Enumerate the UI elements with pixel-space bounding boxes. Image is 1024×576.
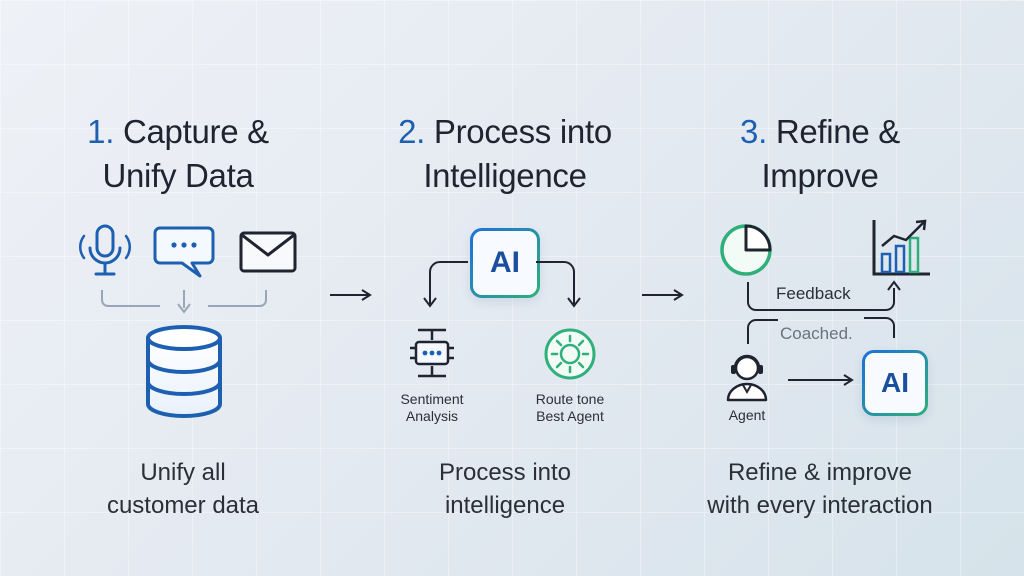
chat-bubble-icon bbox=[153, 226, 215, 278]
step-1-caption: Unify all customer data bbox=[23, 456, 343, 522]
step-1-connector-lines bbox=[101, 290, 267, 314]
step-3-title-line1: Refine & bbox=[775, 113, 900, 150]
step-3-caption: Refine & improve with every interaction bbox=[660, 456, 980, 522]
loop-arrow-left-icon bbox=[423, 261, 468, 308]
step-1-title-line2: Unify Data bbox=[102, 157, 254, 194]
ai-core-box: AI bbox=[470, 228, 540, 298]
step-1-heading: 1. Capture & Unify Data bbox=[28, 110, 328, 198]
microphone-icon bbox=[79, 224, 131, 276]
agent-icon bbox=[726, 354, 768, 402]
step-3-title-line2: Improve bbox=[761, 157, 879, 194]
routing-target-icon bbox=[544, 328, 596, 380]
sentiment-label-line1: Sentiment bbox=[400, 391, 464, 407]
loop-arrow-right-icon bbox=[536, 261, 581, 308]
step-2-heading: 2. Process into Intelligence bbox=[355, 110, 655, 198]
step-1-number: 1. bbox=[87, 113, 115, 150]
database-icon bbox=[146, 325, 222, 418]
feedback-label: Feedback bbox=[776, 284, 851, 303]
ai-coach-box: AI bbox=[862, 350, 928, 416]
sentiment-label-line2: Analysis bbox=[405, 408, 459, 424]
route-label-line1: Route tone bbox=[535, 391, 605, 407]
step-3-caption-line2: with every interaction bbox=[707, 492, 933, 519]
step-2-title-line1: Process into bbox=[433, 113, 612, 150]
step-3-caption-line1: Refine & improve bbox=[727, 459, 913, 486]
arrow-right-icon bbox=[330, 289, 372, 301]
agent-label: Agent bbox=[728, 407, 766, 423]
step-1-caption-line1: Unify all bbox=[140, 459, 226, 486]
step-2-caption-line2: intelligence bbox=[444, 492, 566, 519]
pie-chart-icon bbox=[720, 224, 772, 276]
step-2-caption: Process into intelligence bbox=[345, 456, 665, 522]
ai-coach-label: AI bbox=[881, 367, 909, 398]
step-1-title-line1: Capture & bbox=[122, 113, 269, 150]
arrow-right-icon bbox=[788, 374, 854, 386]
step-3-heading: 3. Refine & Improve bbox=[670, 110, 970, 198]
step-2-number: 2. bbox=[398, 113, 426, 150]
sentiment-analysis-icon bbox=[410, 328, 454, 378]
step-2-title-line2: Intelligence bbox=[423, 157, 587, 194]
step-1-caption-line2: customer data bbox=[106, 492, 260, 519]
ai-core-label: AI bbox=[490, 246, 520, 279]
coached-label: Coached. bbox=[780, 324, 853, 343]
feedback-loop-lines bbox=[747, 280, 901, 344]
envelope-icon bbox=[239, 231, 297, 273]
route-label-line2: Best Agent bbox=[536, 408, 604, 424]
sentiment-analysis-label: Sentiment Analysis bbox=[367, 391, 497, 425]
step-2-caption-line1: Process into bbox=[438, 459, 572, 486]
bar-chart-icon bbox=[872, 219, 930, 276]
arrow-right-icon bbox=[642, 289, 684, 301]
step-3-number: 3. bbox=[740, 113, 767, 150]
route-best-agent-label: Route tone Best Agent bbox=[505, 391, 635, 425]
